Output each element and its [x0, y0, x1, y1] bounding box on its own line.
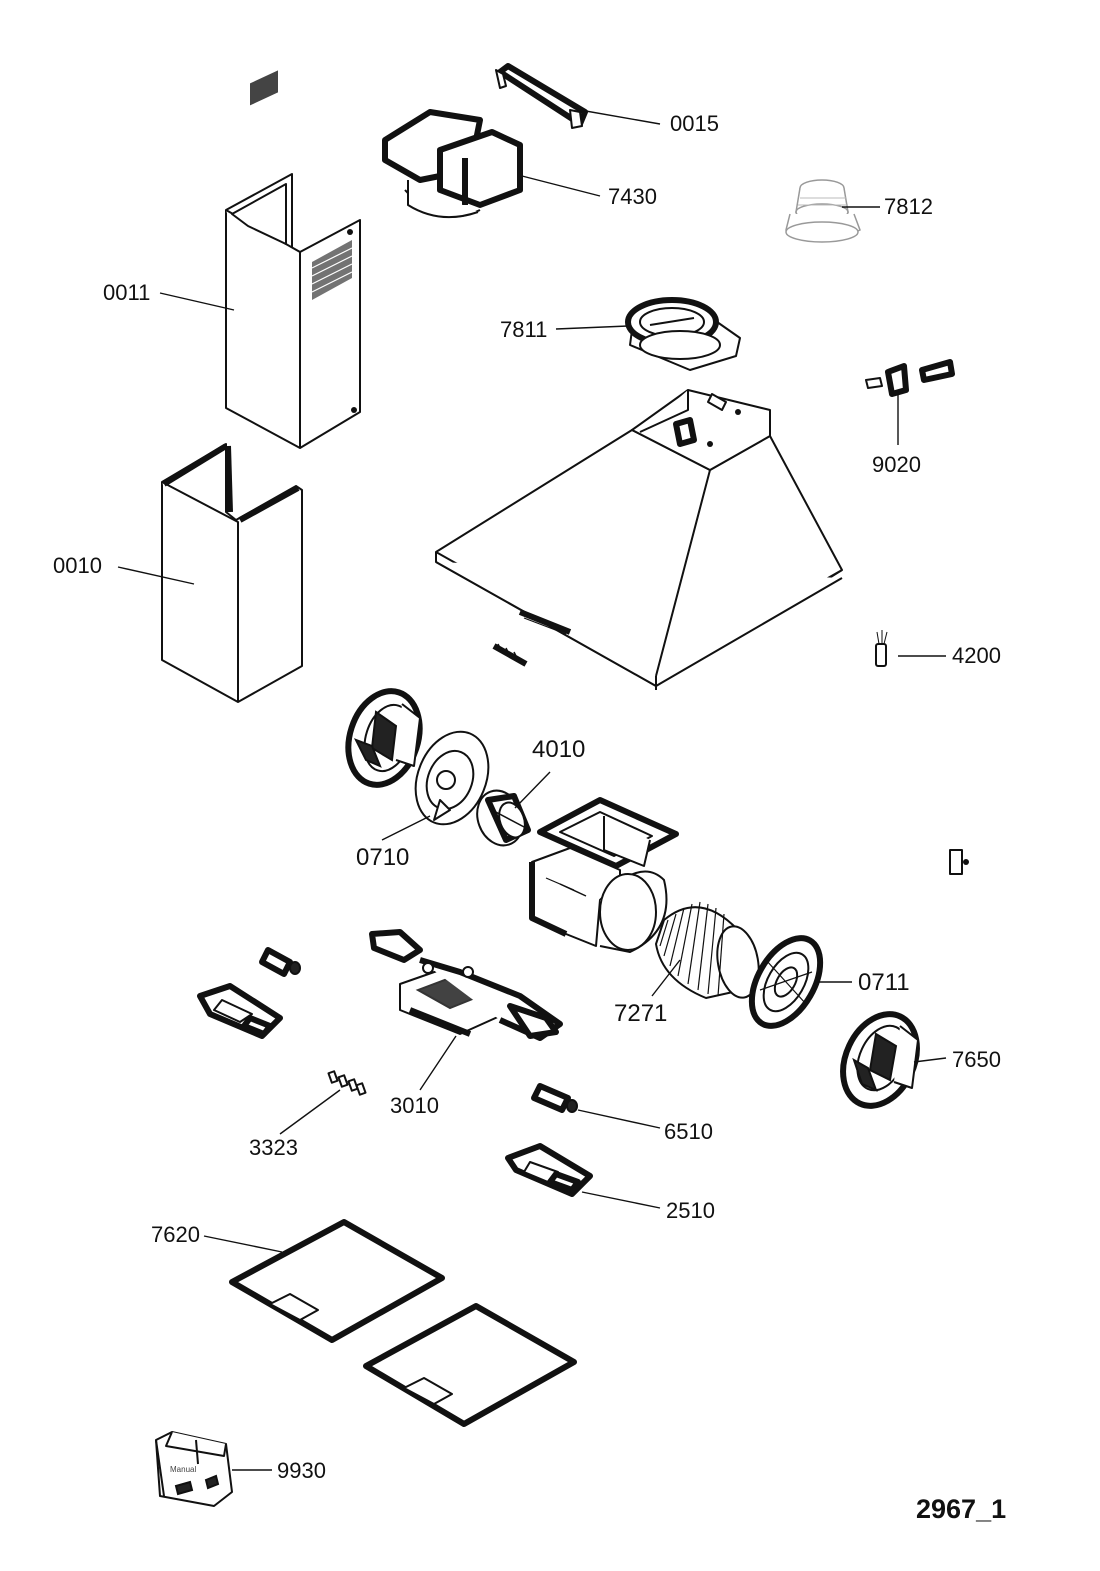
part-labels: 0015 7430 7812 0011 7811 9020 0010 4200 …	[53, 111, 1001, 1483]
label-7620: 7620	[151, 1222, 200, 1247]
label-7650: 7650	[952, 1047, 1001, 1072]
part-4200-capacitor	[875, 630, 946, 667]
label-3010: 3010	[390, 1093, 439, 1118]
label-7271: 7271	[614, 1000, 667, 1027]
label-0015: 0015	[670, 111, 719, 136]
part-0711-grid	[748, 935, 852, 1029]
part-4010-motor	[476, 771, 551, 847]
part-0010-lower-chimney	[117, 443, 303, 703]
label-3323: 3323	[249, 1135, 298, 1160]
part-7620-grease-filter-2	[363, 1303, 577, 1427]
part-7620-grease-filter-1	[203, 1219, 445, 1343]
label-0710: 0710	[356, 844, 409, 871]
part-0710-cover	[381, 730, 490, 841]
part-3010-control-board	[369, 929, 563, 1091]
part-9020-fixing-kit	[865, 359, 955, 445]
part-screw-strip	[492, 643, 528, 667]
label-4200: 4200	[952, 643, 1001, 668]
diagram-code: 2967_1	[916, 1494, 1007, 1524]
part-hood-canopy	[435, 389, 843, 690]
part-3323-screws	[279, 1070, 367, 1135]
label-7812: 7812	[884, 194, 933, 219]
part-grille-left	[345, 688, 423, 788]
part-switch-small	[949, 849, 969, 875]
label-0010: 0010	[53, 553, 102, 578]
part-lamp-holder-left	[259, 947, 301, 977]
part-7430-diverter	[382, 109, 601, 219]
part-6510-lamp-holder	[531, 1083, 661, 1129]
label-7430: 7430	[608, 184, 657, 209]
label-4010: 4010	[532, 736, 585, 763]
part-7811-flange-plate	[555, 297, 741, 371]
manual-text: Manual	[170, 1465, 196, 1474]
part-9930-manual-bag: Manual	[155, 1431, 272, 1507]
part-motor-housing	[529, 797, 679, 953]
part-0015-bracket	[495, 63, 661, 129]
part-7812-flange	[785, 179, 880, 243]
label-9020: 9020	[872, 452, 921, 477]
part-7650-grille	[840, 1011, 947, 1109]
label-0011: 0011	[103, 280, 150, 305]
label-9930: 9930	[277, 1458, 326, 1483]
label-2510: 2510	[666, 1198, 715, 1223]
part-0011-upper-chimney	[159, 70, 361, 449]
label-0711: 0711	[858, 969, 910, 996]
part-7271-impeller	[651, 901, 760, 999]
part-lamp-frame-left	[197, 983, 283, 1039]
part-2510-lamp-frame	[505, 1143, 661, 1209]
label-7811: 7811	[500, 317, 547, 342]
label-6510: 6510	[664, 1119, 713, 1144]
